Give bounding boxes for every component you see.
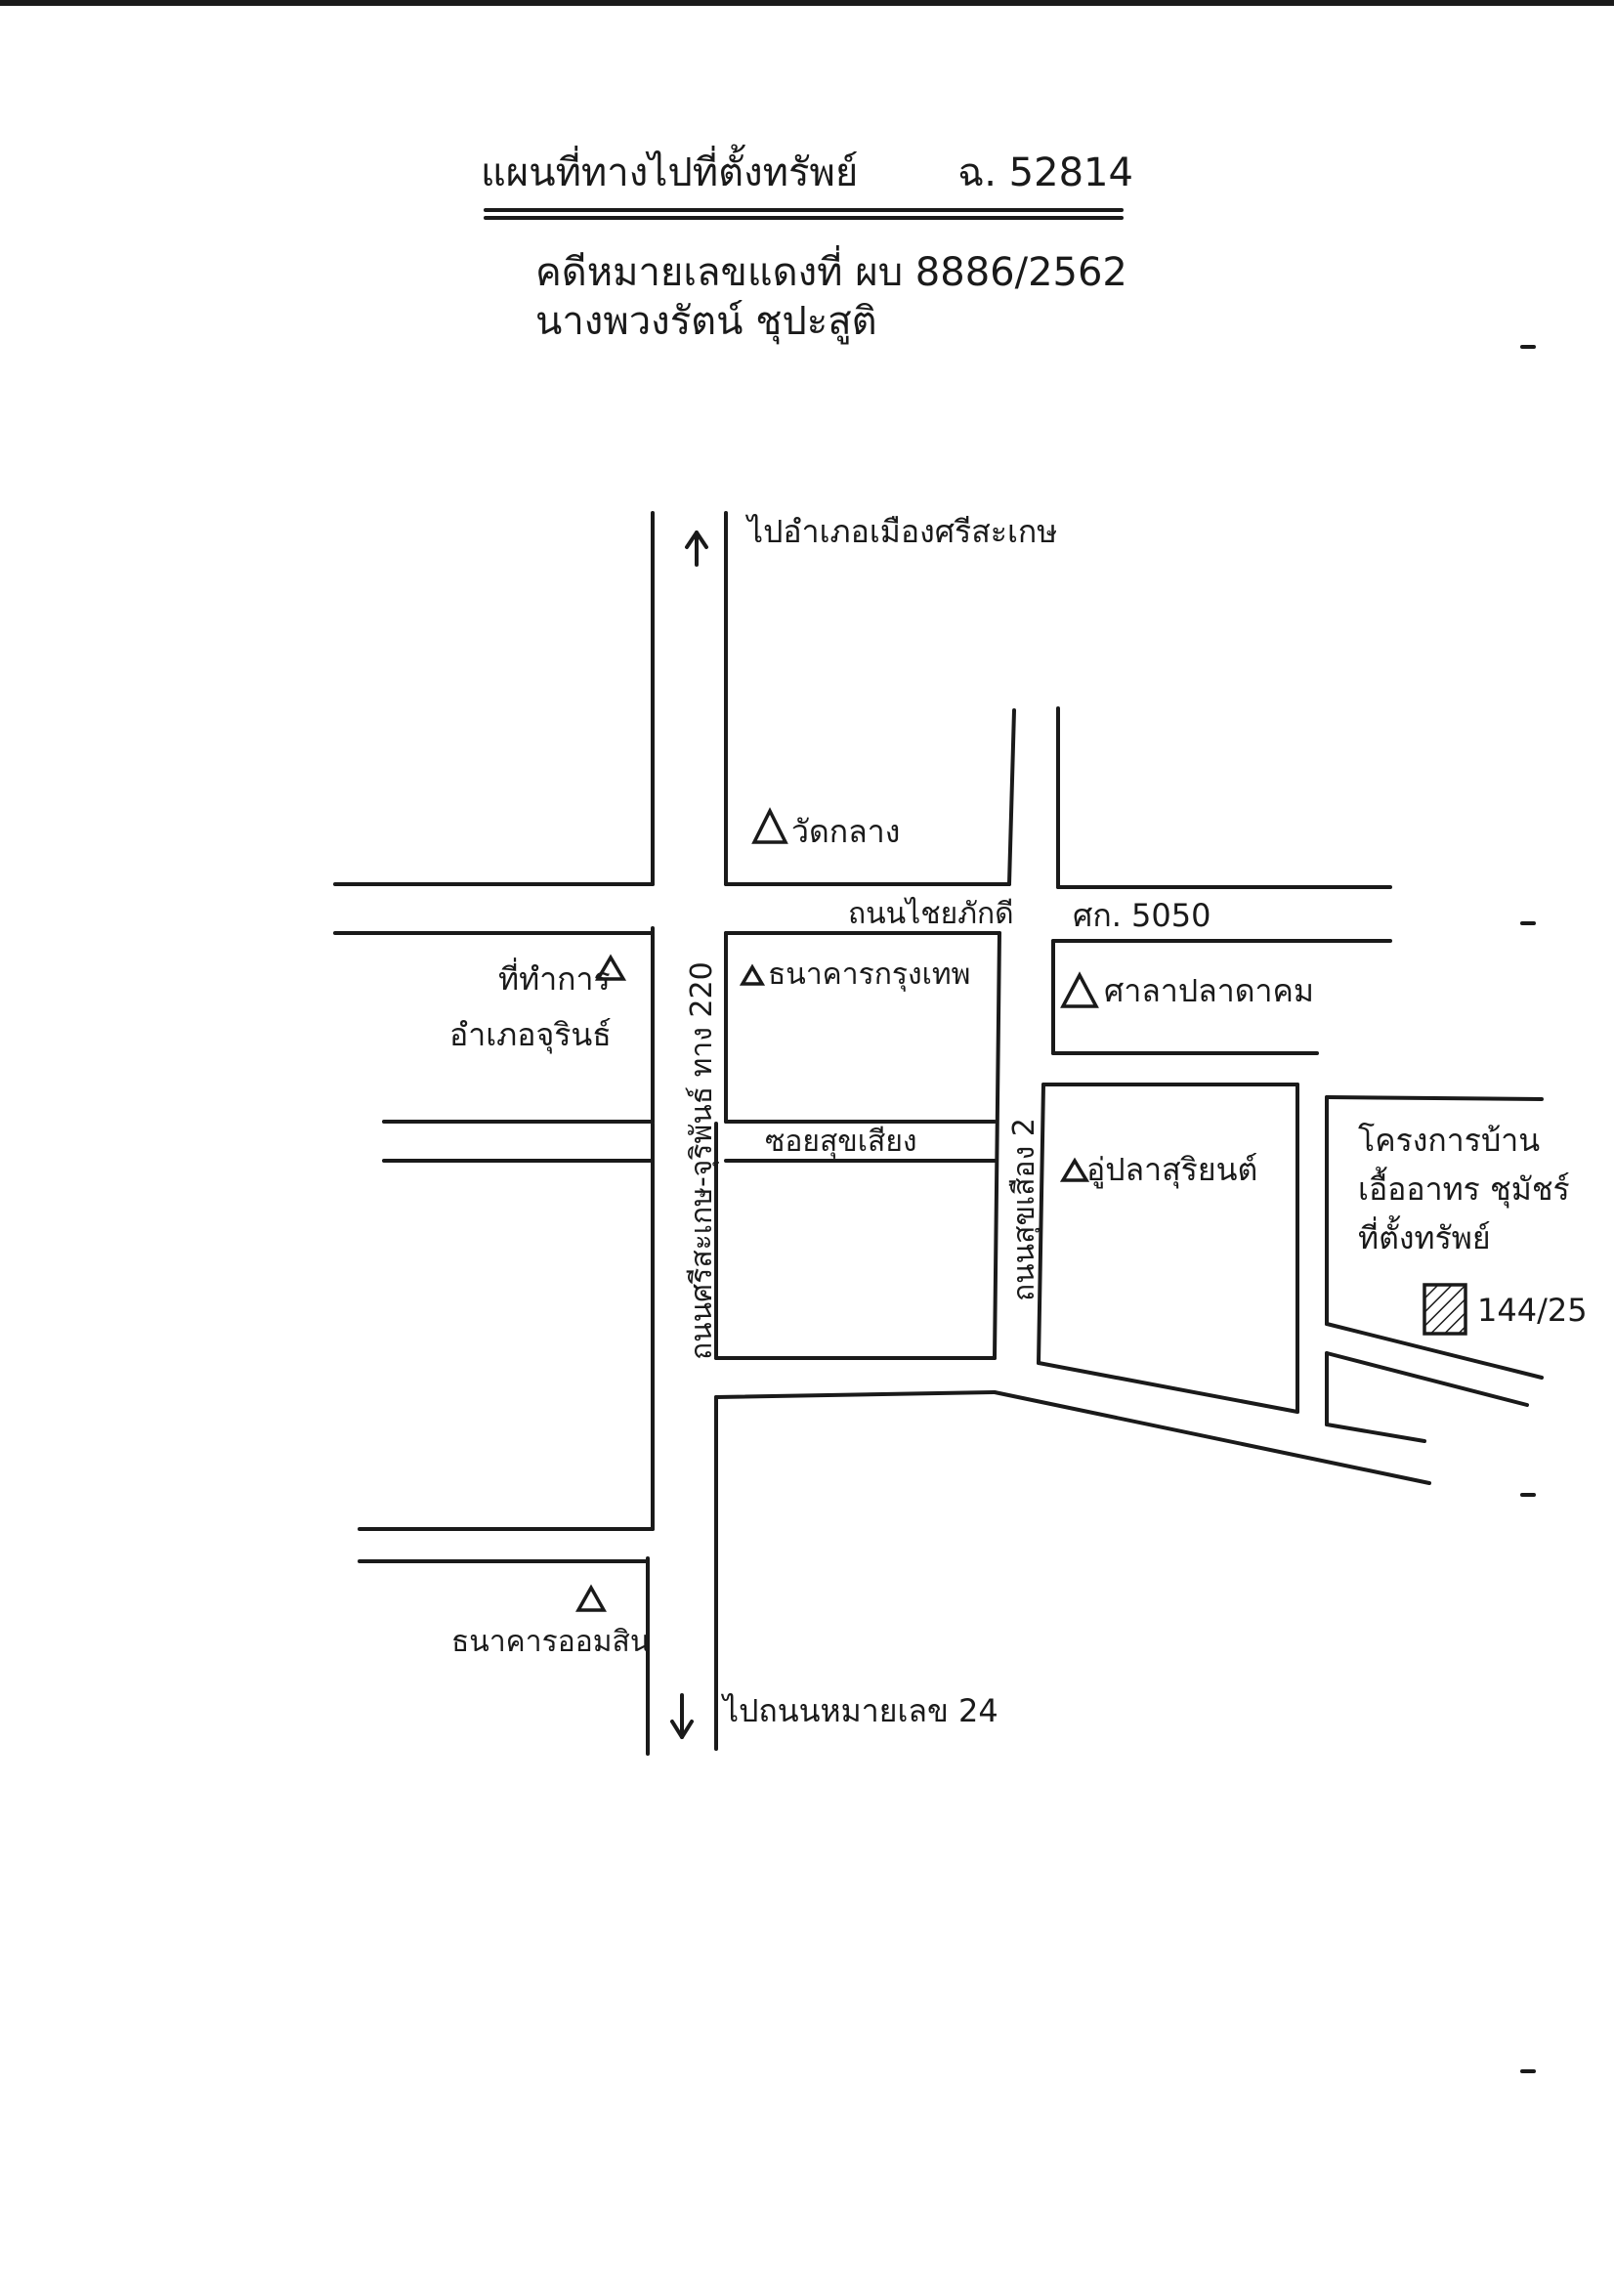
triangle-landmark-icon [1059, 1157, 1090, 1182]
triangle-landmark-icon [575, 1584, 607, 1612]
bank-bangkok-label: ธนาคารกรุงเทพ [768, 957, 970, 993]
property-note-2: เอื้ออาทร ชุมัชร์ [1358, 1167, 1570, 1209]
house-number: 144/25 [1477, 1292, 1588, 1329]
district-office-label-2: อำเภอจุรินธ์ [449, 1016, 612, 1054]
side-road-label: ถนนสุขเสือง 2 [1007, 1118, 1042, 1301]
arrow-down-icon [670, 1693, 694, 1739]
property-location: โครงการบ้าน เอื้ออาทร ชุมัชร์ ที่ตั้งทรั… [1358, 1122, 1588, 1336]
triangle-landmark-icon [1060, 971, 1099, 1008]
landmark-garage: อู่ปลาสุริยนต์ [1059, 1151, 1257, 1189]
arrow-up-icon [685, 531, 708, 567]
district-office-label-1: ที่ทำการ [498, 957, 611, 998]
landmark-savings-bank: ธนาคารออมสิน [451, 1584, 650, 1659]
property-note-1: โครงการบ้าน [1358, 1122, 1540, 1159]
road-lines [333, 511, 1544, 1756]
hatched-square-icon [1423, 1283, 1467, 1336]
scan-top-edge [0, 0, 1614, 6]
north-direction-label: ไปอำเภอเมืองศรีสะเกษ [744, 513, 1057, 550]
soi-label: ซอยสุขเสียง [765, 1125, 917, 1160]
road-code-label: ศก. 5050 [1073, 897, 1210, 934]
scan-margin-marks [1520, 345, 1536, 2073]
landmark-bank-bangkok: ธนาคารกรุงเทพ [739, 957, 970, 993]
savings-bank-label: ธนาคารออมสิน [451, 1625, 650, 1659]
title-underline [484, 208, 1124, 220]
landmark-shrine: ศาลาปลาดาคม [1060, 971, 1314, 1009]
wat-label: วัดกลาง [791, 813, 900, 850]
upper-cross-road-label: ถนนไชยภักดี [848, 896, 1014, 931]
triangle-landmark-icon [751, 807, 788, 844]
south-direction-label: ไปถนนหมายเลข 24 [720, 1692, 998, 1729]
owner-name: นางพวงรัตน์ ชุปะสูติ [535, 299, 877, 345]
garage-label: อู่ปลาสุริยนต์ [1086, 1151, 1257, 1189]
main-road-label: ถนนศรีสะเกษ-จุริพันธ์ ทาง 220 [685, 961, 720, 1360]
triangle-landmark-icon [739, 963, 766, 986]
case-number: คดีหมายเลขแดงที่ ผบ 8886/2562 [535, 245, 1127, 295]
triangle-landmark-icon [594, 954, 627, 981]
property-note-3: ที่ตั้งทรัพย์ [1358, 1215, 1491, 1256]
header: แผนที่ทางไปที่ตั้งทรัพย์ ฉ. 52814 คดีหมา… [481, 144, 1133, 345]
shrine-label: ศาลาปลาดาคม [1104, 972, 1314, 1009]
landmark-district-office: ที่ทำการ อำเภอจุรินธ์ [449, 954, 627, 1054]
map-title: แผนที่ทางไปที่ตั้งทรัพย์ [481, 144, 858, 195]
landmark-wat: วัดกลาง [751, 807, 900, 850]
deed-number: ฉ. 52814 [957, 150, 1133, 195]
